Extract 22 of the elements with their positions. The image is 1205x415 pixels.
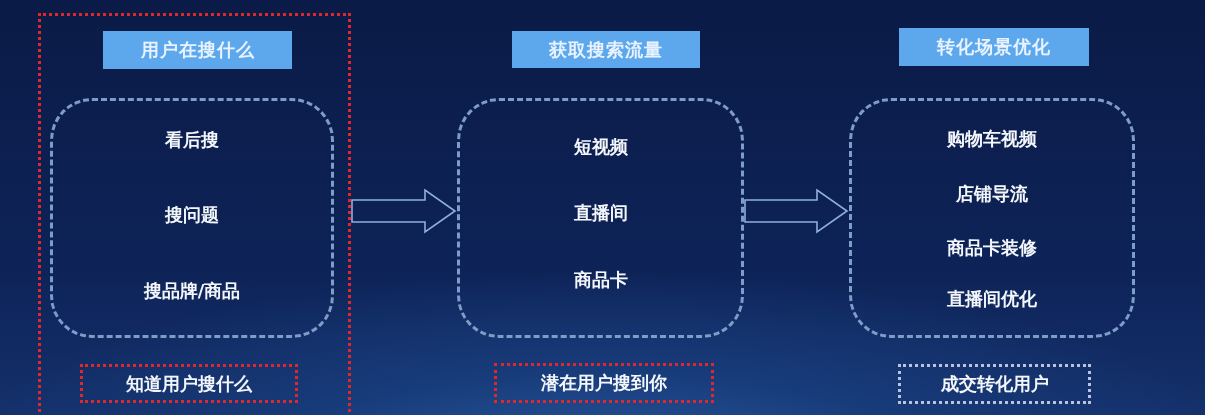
item-text: 搜品牌/商品 [143, 279, 241, 303]
item-text: 直播间 [573, 201, 628, 225]
highlight-frame [38, 13, 351, 415]
section-header: 获取搜索流量 [512, 31, 700, 68]
summary-box: 知道用户搜什么 [80, 364, 298, 403]
item-text: 短视频 [573, 135, 628, 159]
dashed-group-box [50, 98, 334, 338]
item-text: 搜问题 [165, 203, 219, 227]
dashed-group-box [849, 98, 1135, 338]
section-header: 转化场景优化 [899, 28, 1089, 66]
item-text: 购物车视频 [947, 127, 1037, 151]
summary-box: 潜在用户搜到你 [494, 363, 714, 403]
item-text: 看后搜 [165, 128, 219, 152]
block-arrow [351, 188, 457, 234]
block-arrow [744, 188, 849, 234]
section-header: 用户在搜什么 [103, 31, 292, 69]
summary-box: 成交转化用户 [898, 364, 1091, 404]
dashed-group-box [457, 98, 744, 338]
item-text: 商品卡 [573, 268, 628, 292]
item-text: 商品卡装修 [947, 236, 1037, 260]
item-text: 直播间优化 [947, 287, 1037, 311]
item-text: 店铺导流 [956, 182, 1028, 206]
